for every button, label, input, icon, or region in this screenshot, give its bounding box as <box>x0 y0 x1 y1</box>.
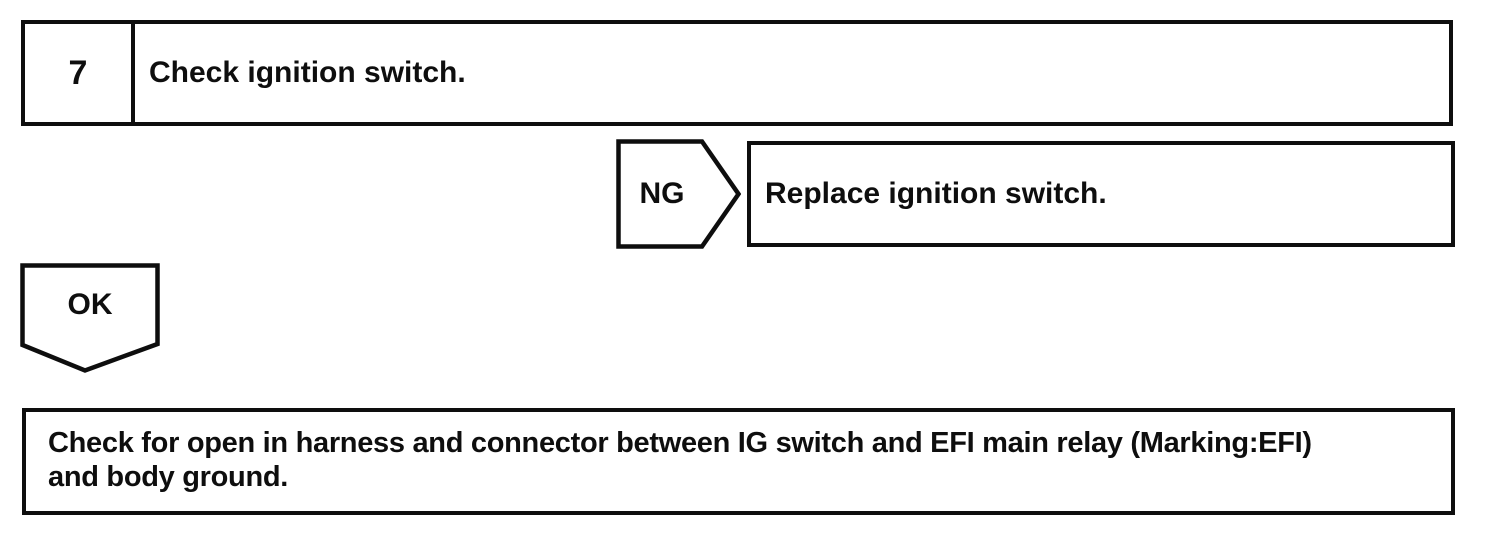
step-title: Check ignition switch. <box>149 56 466 89</box>
next-step-box: Check for open in harness and connector … <box>22 408 1455 515</box>
ng-connector: NG <box>616 139 741 249</box>
ok-label: OK <box>67 288 113 321</box>
step-number: 7 <box>68 53 88 92</box>
ng-action-label: Replace ignition switch. <box>765 177 1107 210</box>
next-step-text-line-1: Check for open in harness and connector … <box>48 426 1312 459</box>
next-step-text-line-2: and body ground. <box>48 460 289 493</box>
ok-connector: OK <box>20 263 160 373</box>
ok-arrow-pentagon-icon <box>20 263 160 373</box>
step-box: 7 Check ignition switch. <box>21 20 1453 126</box>
ng-label: NG <box>639 177 685 210</box>
step-number-cell: 7 <box>25 24 135 122</box>
ng-action-box: Replace ignition switch. <box>747 141 1455 247</box>
ng-arrow-pentagon-icon <box>616 139 741 249</box>
